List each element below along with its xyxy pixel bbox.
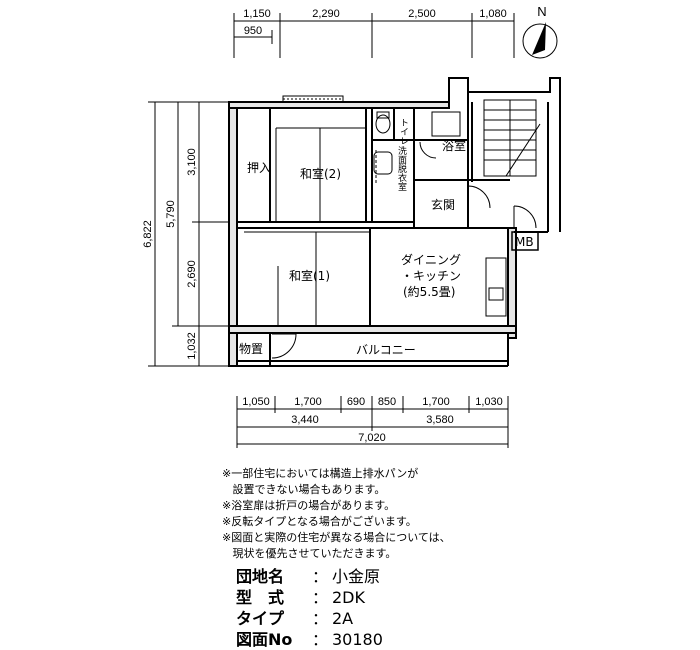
info-row: 図面No ：30180 bbox=[236, 629, 536, 650]
room-washroom: 洗面脱衣室 bbox=[396, 145, 407, 191]
room-oshiire: 押入 bbox=[247, 161, 271, 175]
info-row: 団地名 ：小金原 bbox=[236, 566, 536, 587]
dim-top-3: 2,500 bbox=[408, 8, 436, 20]
note-line: ※一部住宅においては構造上排水パンが bbox=[222, 467, 419, 480]
info-value-type: 2DK bbox=[332, 588, 365, 607]
room-toilet: トイレ bbox=[398, 118, 409, 145]
info-key-variant: タイプ bbox=[236, 609, 285, 628]
room-bath: 浴室 bbox=[442, 138, 466, 153]
left-dimensions bbox=[148, 101, 230, 367]
note-line: ※反転タイプとなる場合がございます。 bbox=[222, 515, 417, 528]
room-washitsu-2: 和室(2) bbox=[300, 166, 341, 181]
info-key-drawing-no: 図面No bbox=[236, 630, 293, 649]
room-balcony: バルコニー bbox=[356, 343, 416, 357]
room-dk-line1: ダイニング bbox=[401, 252, 461, 267]
room-dk-line3: (約5.5畳) bbox=[403, 284, 455, 299]
property-info: 団地名：小金原 型 式：2DK タイプ：2A 図面No：30180 bbox=[236, 566, 536, 650]
fixtures bbox=[373, 111, 507, 317]
tatami-lines bbox=[244, 127, 370, 326]
dim-top-4: 1,080 bbox=[479, 8, 507, 20]
room-dk-line2: ・キッチン bbox=[401, 269, 461, 283]
note-line: ※図面と実際の住宅が異なる場合については、 bbox=[222, 531, 451, 544]
dim-bottom-right: 3,580 bbox=[426, 414, 454, 426]
note-line: ※浴室扉は折戸の場合があります。 bbox=[222, 499, 396, 512]
dim-bottom-left: 3,440 bbox=[291, 414, 319, 426]
info-key-danchi: 団地名 bbox=[236, 567, 285, 586]
dim-bottom-2: 1,700 bbox=[294, 396, 322, 408]
dim-bottom-6: 1,030 bbox=[475, 396, 503, 408]
dim-top-1: 1,150 bbox=[243, 8, 271, 20]
info-colon: ： bbox=[312, 609, 329, 628]
notes: ※一部住宅においては構造上排水パンが 設置できない場合もあります。 ※浴室扉は折… bbox=[222, 466, 522, 562]
info-value-variant: 2A bbox=[332, 609, 354, 628]
dim-left-outer: 6,822 bbox=[142, 220, 154, 248]
dim-left-3: 1,032 bbox=[186, 332, 198, 360]
dim-left-1: 3,100 bbox=[186, 148, 198, 176]
compass-north-label: N bbox=[537, 4, 546, 19]
note-line: 現状を優先させていただきます。 bbox=[222, 547, 397, 560]
info-value-danchi: 小金原 bbox=[332, 567, 381, 586]
floor-plan: 1,150 2,290 2,500 1,080 950 N 6,822 5,79… bbox=[142, 4, 561, 448]
info-colon: ： bbox=[312, 567, 329, 586]
bottom-dimensions bbox=[236, 396, 509, 448]
compass-icon: N bbox=[522, 4, 558, 59]
dim-top-sub: 950 bbox=[244, 25, 262, 37]
note-line: 設置できない場合もあります。 bbox=[222, 483, 386, 496]
dim-bottom-5: 1,700 bbox=[422, 396, 450, 408]
info-key-type: 型 式 bbox=[236, 588, 285, 607]
room-genkan: 玄関 bbox=[431, 197, 455, 212]
dim-bottom-total: 7,020 bbox=[358, 432, 386, 444]
room-mb: MB bbox=[515, 235, 534, 249]
doors bbox=[271, 141, 537, 359]
dim-bottom-4: 850 bbox=[378, 396, 396, 408]
dim-left-mid: 5,790 bbox=[165, 200, 177, 228]
dim-left-2: 2,690 bbox=[186, 260, 198, 288]
dim-bottom-3: 690 bbox=[347, 396, 365, 408]
info-row: タイプ ：2A bbox=[236, 608, 536, 629]
info-value-drawing-no: 30180 bbox=[332, 630, 383, 649]
room-monooki: 物置 bbox=[239, 342, 263, 356]
room-washitsu-1: 和室(1) bbox=[289, 268, 330, 283]
staircase bbox=[483, 99, 541, 177]
dim-top-2: 2,290 bbox=[312, 8, 340, 20]
info-colon: ： bbox=[312, 588, 329, 607]
info-row: 型 式 ：2DK bbox=[236, 587, 536, 608]
top-dimensions bbox=[233, 13, 515, 58]
dim-bottom-1: 1,050 bbox=[242, 396, 270, 408]
info-colon: ： bbox=[312, 630, 329, 649]
